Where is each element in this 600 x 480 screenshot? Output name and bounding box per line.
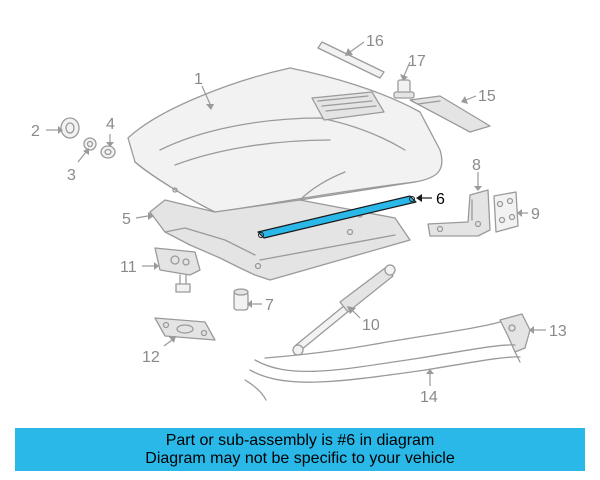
hinge-plate-9 [493,191,519,233]
bumper-stop-17 [393,79,415,99]
label-part-3: 3 [67,167,76,184]
label-part-13: 13 [549,323,567,340]
label-part-5: 5 [122,211,131,228]
grommet-2 [60,117,80,139]
info-banner: Part or sub-assembly is #6 in diagram Di… [15,428,585,471]
label-part-9: 9 [531,206,540,223]
hinge-8 [427,189,491,237]
plate-15 [409,95,491,133]
parts-diagram: 1 2 3 4 5 6 7 8 9 10 11 12 13 14 15 16 1… [31,33,567,406]
label-part-7: 7 [265,297,274,314]
part-labels: 1 2 3 4 5 6 7 8 9 10 11 12 13 14 15 16 1… [31,33,567,406]
label-part-1: 1 [194,71,203,88]
hood-panel [127,67,443,214]
label-part-16: 16 [366,33,384,50]
clip-3 [83,137,97,151]
label-part-4: 4 [106,116,115,133]
part-6-highlight[interactable] [257,195,417,239]
label-part-15: 15 [478,88,496,105]
leader-lines [46,41,546,386]
hood-inner-panel [149,199,411,281]
latch-11 [154,247,201,293]
banner-line-2: Diagram may not be specific to your vehi… [145,449,455,467]
rod-16 [317,41,385,79]
label-part-17: 17 [408,53,426,70]
banner-line-1: Part or sub-assembly is #6 in diagram [165,431,435,449]
prop-rod-14 [244,321,521,401]
label-part-8: 8 [472,157,481,174]
gas-strut-10 [292,264,396,356]
label-part-14: 14 [420,389,438,406]
striker-plate-12 [154,317,216,341]
label-part-2: 2 [31,123,40,140]
washer-4 [100,145,116,159]
prop-rod-bracket-13 [499,313,531,363]
bumper-7 [233,288,249,311]
label-part-12: 12 [142,349,160,366]
label-part-10: 10 [362,317,380,334]
label-part-11: 11 [120,259,137,276]
label-part-6[interactable]: 6 [436,191,445,208]
